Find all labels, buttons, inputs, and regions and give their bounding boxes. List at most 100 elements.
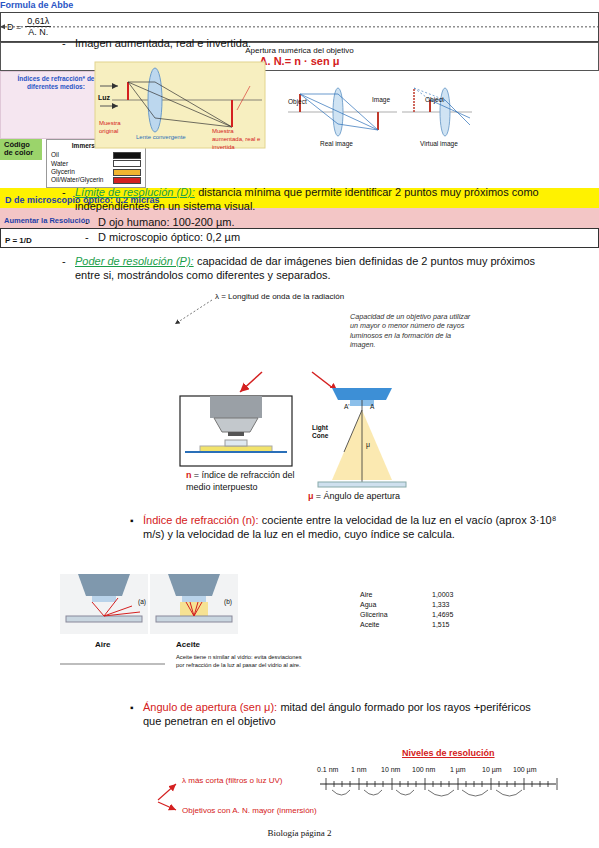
text-block: Imagen aumentada, real e invertida. [75,36,251,50]
drawing-part [458,778,459,790]
label: Light Cone [312,424,328,439]
drawing-part [440,88,450,136]
label: A' [344,403,350,410]
drawing-part [332,388,392,400]
drawing-part [344,410,362,452]
text-block: Real image [320,140,353,148]
text-block: n= índice de refracción del medio interp… [186,470,298,493]
label: ▪ [130,702,134,713]
drawing-part [148,68,162,132]
color-code-title: Código de color [0,139,42,160]
text-block: (a) [138,598,146,606]
label: ▪ [130,515,134,526]
legend-text: Glycerin [51,168,109,176]
label: = índice de refracción del medio interpu… [186,470,295,492]
legend-swatch [113,160,141,167]
legend-row: Water [51,160,141,168]
label: Muestra original [99,120,121,134]
label: 1,333 [432,601,450,608]
drawing-part [362,400,363,484]
text-block: Capacidad de un objetivo para utilizar u… [350,312,472,349]
formula-heading: Formula de Abbe [0,0,599,10]
text-block: Image [372,96,390,104]
text-block: - [62,185,66,199]
drawing-part [491,778,492,790]
text-block: λ = Longitud de onda de la radiación [215,292,344,302]
drawing-part [482,781,483,787]
text-block: Aceite tiene n similar al vidrio: evita … [176,654,306,669]
text-block: 1,333 [432,600,450,609]
legend-text: Oil/Water/Glycerin [51,176,109,184]
drawing-part [383,781,384,787]
text-block: - [62,254,66,268]
drawing-part [367,781,368,787]
label: 10 µm [482,766,502,773]
text-block: Índice de refracción (n):cociente entre … [143,513,563,542]
drawing-part [128,82,232,127]
drawing-part [350,781,351,787]
label: - [62,255,66,267]
drawing-part [441,781,442,787]
drawing-part [474,781,475,787]
text-block: Luz [98,93,110,102]
legend-row: Oil [51,151,141,159]
label: 1 µm [450,766,466,773]
drawing-part [515,781,516,787]
drawing-part [240,372,262,392]
band-text: Aumentar la Resolución [4,216,90,225]
table-heading: Índices de refracción* de diferentes med… [7,75,105,91]
label: Aire [360,591,372,598]
text-block: D microscopio óptico: 0,2 µm [98,230,240,244]
drawing-part [400,781,401,787]
drawing-part [158,802,176,810]
drawing-part [499,781,500,787]
drawing-part [168,574,220,596]
drawing-part [150,574,238,634]
label: Image [372,96,390,103]
label: 0.1 nm [317,766,338,773]
drawing-part [237,86,250,110]
label: n [186,470,192,480]
drawing-part [548,781,549,787]
text-block: Glicerina [360,610,388,619]
label: Aire [95,640,111,649]
label: Lente convergente [136,134,186,140]
label: Object [425,96,444,103]
node-box: Código de colorImmersion fluidOilWaterGl… [0,139,599,188]
label: Object [288,98,307,105]
text-block: Aceite [360,620,379,629]
label: 10 nm [381,766,400,773]
label: 1,515 [432,621,450,628]
text-block: Poder de resolución (P):capacidad de dar… [75,254,560,283]
drawing-part [95,62,265,148]
lens-figure [95,62,265,148]
drawing-part [228,432,244,436]
label: Virtual image [420,140,458,147]
drawing-part [408,781,409,787]
text-block: Objetivos con A. N. mayor (inmersión) [182,806,317,816]
drawing-part [128,82,232,127]
text-block: Muestra original [99,120,135,136]
drawing-part [425,778,426,790]
label: Agua [360,601,376,608]
label: Objetivos con A. N. mayor (inmersión) [182,806,317,815]
drawing-part [175,300,212,324]
label: Aceite [360,621,379,628]
label: - [62,37,66,49]
label: Aceite tiene n similar al vidrio: evita … [176,654,302,668]
drawing-part [128,82,232,127]
label: Muestra aumentada, real e invertida [212,128,260,150]
label: (a) [138,598,146,605]
text-block: Ángulo de apertura (sen μ):mitad del áng… [143,700,533,729]
drawing-part [78,574,130,596]
label: = Ángulo de apertura [316,491,400,501]
label: Ángulo de apertura (sen μ): [143,701,277,713]
text-block: ▪ [130,514,134,527]
drawing-part [334,781,335,787]
label: μ [366,441,370,448]
drawing-part [231,100,233,127]
text-block: 100 µm [513,765,537,774]
text-block: Lente convergente [136,134,186,142]
label: Índice de refracción (n): [143,514,259,526]
